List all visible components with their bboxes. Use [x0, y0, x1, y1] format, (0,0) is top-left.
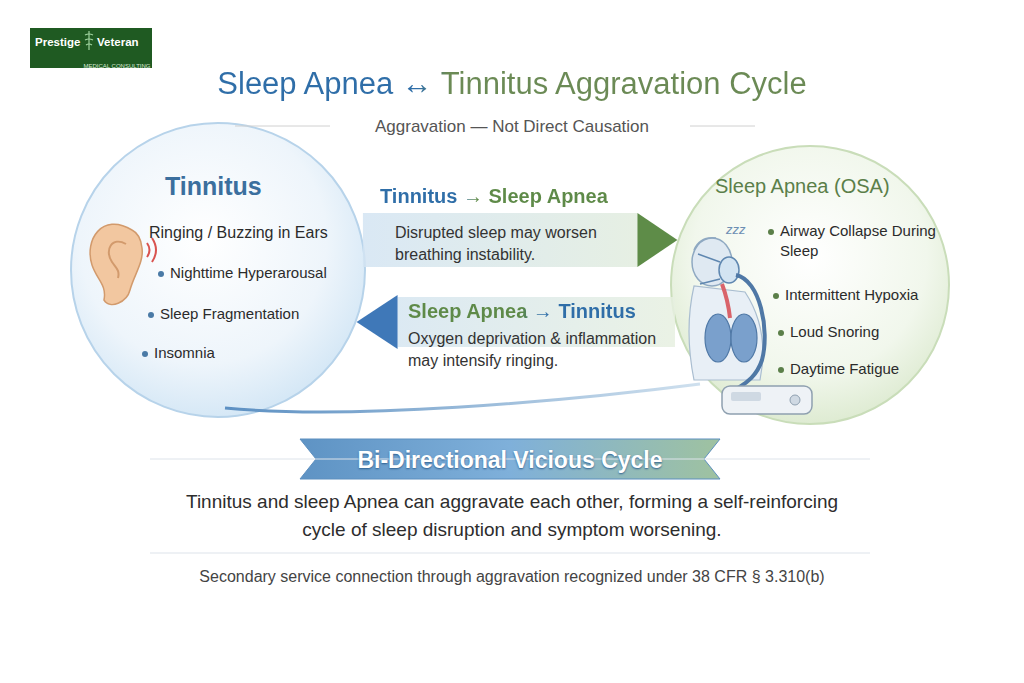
rule: [235, 126, 330, 127]
text-holder: Nighttime Hyperarousal: [170, 263, 350, 283]
text-holder: Daytime Fatigue: [790, 359, 915, 379]
label-holder: MEDICAL CONSULTING: [82, 54, 152, 72]
edge-label: Tinnitus → Sleep Apnea: [380, 183, 608, 209]
connector-group: [363, 213, 678, 267]
label-holder: Aggravation — Not Direct Causation: [312, 116, 712, 138]
label-holder: Prestige: [35, 32, 90, 50]
footnote: Secondary service connection through agg…: [199, 567, 824, 588]
text-holder: Sleep Fragmentation: [160, 304, 340, 324]
edge-label-holder: Sleep Apnea → Tinnitus: [408, 298, 683, 324]
text-holder: Insomnia: [154, 343, 304, 363]
text-holder: Loud Snoring: [790, 322, 920, 342]
label-holder: Disrupted sleep may worsen breathing ins…: [395, 222, 635, 266]
edge-label: Sleep Apnea → Tinnitus: [408, 298, 636, 324]
node-item: Sleep Fragmentation: [160, 304, 299, 324]
logo-badge: [30, 28, 152, 68]
label-holder: Veteran: [97, 32, 151, 50]
circle-outline: [71, 123, 365, 417]
label-holder: Secondary service connection through agg…: [62, 567, 962, 588]
caption: Tinnitus and sleep Apnea can aggravate e…: [162, 488, 862, 543]
connector-band: [363, 213, 638, 267]
node-item: Ringing / Buzzing in Ears: [149, 223, 328, 244]
node-heading: Sleep Apnea (OSA): [715, 173, 890, 199]
ribbon-outline: [300, 439, 720, 479]
node-item: Airway Collapse During Sleep: [780, 221, 940, 260]
text-holder: Bi-Directional Vicious Cycle: [300, 446, 720, 476]
circle-node: TinnitusRinging / Buzzing in EarsNightti…: [70, 122, 366, 418]
node-item: Nighttime Hyperarousal: [170, 263, 327, 283]
title: Sleep Apnea ↔ Tinnitus Aggravation Cycle: [217, 64, 806, 104]
node-heading: Tinnitus: [165, 170, 262, 203]
label-holder: Oxygen deprivation & inflammation may in…: [408, 328, 686, 372]
edge-label-holder: Tinnitus → Sleep Apnea: [380, 183, 655, 209]
node-item: Insomnia: [154, 343, 215, 363]
caduceus-icon: [85, 31, 93, 50]
logo-tagline: MEDICAL CONSULTING: [83, 63, 150, 71]
text-holder: Airway Collapse During Sleep: [780, 221, 940, 260]
logo-text: Veteran: [97, 35, 139, 50]
arrowhead: [637, 213, 677, 267]
node-item: Daytime Fatigue: [790, 359, 899, 379]
node-heading: Bi-Directional Vicious Cycle: [357, 446, 662, 476]
title-holder: Sleep Apnea ↔ Tinnitus Aggravation Cycle: [0, 64, 1024, 104]
subtitle: Aggravation — Not Direct Causation: [375, 116, 649, 138]
node-item: Loud Snoring: [790, 322, 879, 342]
caption-holder: Tinnitus and sleep Apnea can aggravate e…: [162, 488, 862, 543]
label-holder: zzz: [726, 220, 756, 239]
edge-note: Oxygen deprivation & inflammation may in…: [408, 328, 686, 372]
text-holder: Intermittent Hypoxia: [785, 285, 935, 305]
node-item: Intermittent Hypoxia: [785, 285, 918, 305]
logo-text: Prestige: [35, 35, 80, 50]
text-holder: Ringing / Buzzing in Ears: [149, 223, 359, 244]
text-holder: Tinnitus: [165, 170, 345, 203]
rule: [150, 553, 870, 554]
circle-outline: [671, 146, 949, 424]
arrowhead: [357, 295, 398, 349]
text-holder: Sleep Apnea (OSA): [715, 173, 910, 199]
ribbon-banner: Bi-Directional Vicious Cycle: [300, 439, 720, 479]
edge-note: Disrupted sleep may worsen breathing ins…: [395, 222, 635, 266]
circle-node: Sleep Apnea (OSA) Airway Collapse During …: [670, 145, 950, 425]
rule: [690, 126, 755, 127]
sleep-symbol: zzz: [726, 222, 746, 239]
